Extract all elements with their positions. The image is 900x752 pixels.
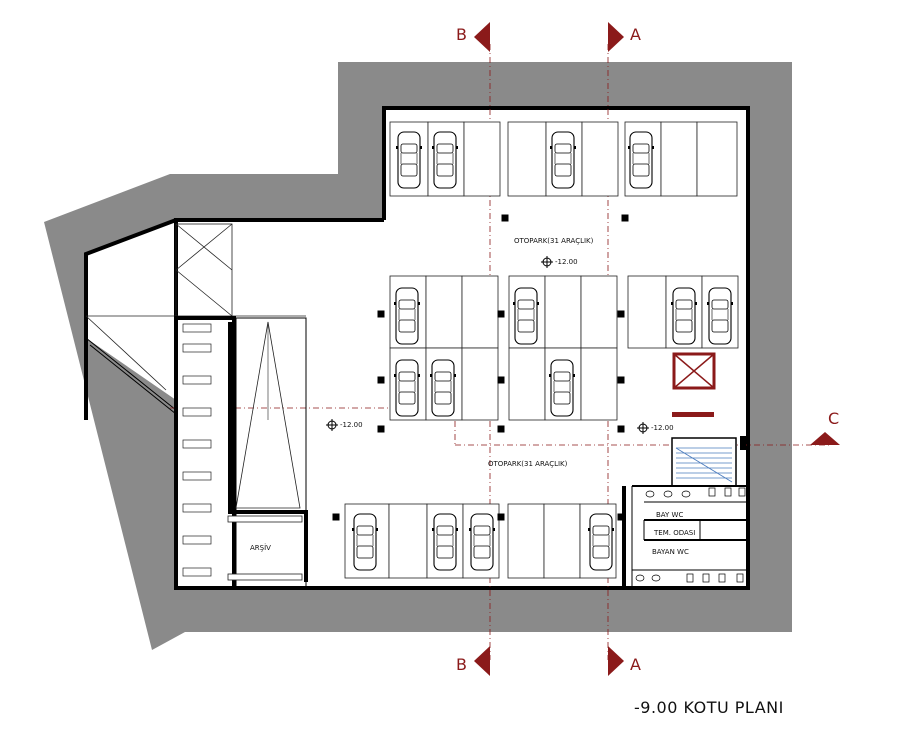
archive-room [174,316,308,590]
section-label-b-top: B [456,25,467,44]
service-block [622,436,748,588]
column [497,376,505,384]
car-icon [396,131,422,189]
parking-label-top: OTOPARK(31 ARAÇLIK) [514,237,594,245]
car-icon [432,131,458,189]
cleaning-room-label: TEM. ODASI [653,529,695,537]
sink-icon [663,490,673,498]
ramp-edge-2 [89,344,177,415]
car-icon [430,359,456,417]
column [501,214,509,222]
parking-label-bottom: OTOPARK(31 ARAÇLIK) [488,460,568,468]
car-icon [550,131,576,189]
car-icon [671,287,697,345]
level-label-right: -12.00 [651,424,674,432]
level-label-left: -12.00 [340,421,363,429]
shelf [182,535,212,545]
car-icon [352,513,378,571]
shelf [182,375,212,385]
archive-label: ARŞİV [250,543,271,552]
car-icon [588,513,614,571]
wc-fixtures [635,487,746,583]
shelf [182,471,212,481]
section-marker-b-top: B [456,22,490,52]
section-marker-b-bottom: B [456,646,490,676]
column [617,376,625,384]
level-marker-left: -12.00 [326,419,363,431]
ramp-edge [85,337,177,411]
women-wc-label: BAYAN WC [652,548,689,556]
toilet-icon [718,573,726,583]
toilet-icon [736,573,744,583]
column [497,513,505,521]
staircase [671,437,737,487]
toilet-icon [686,573,694,583]
column [497,310,505,318]
sink-icon [645,490,655,498]
ramp-wall [84,218,177,420]
car-icon [549,359,575,417]
section-label-b-bottom: B [456,655,467,674]
column [617,513,625,521]
urinal-icon [738,487,746,497]
urinal-icon [724,487,732,497]
shelf [182,323,212,333]
level-marker-center: -12.00 [541,256,578,268]
section-marker-a-top: A [608,22,641,52]
column [617,310,625,318]
car-icon [394,287,420,345]
column [377,310,385,318]
level-marker-right: -12.00 [637,422,674,434]
shelf [182,407,212,417]
car-icon [628,131,654,189]
column [497,425,505,433]
sink-icon [635,574,645,582]
car-icon [707,287,733,345]
car-icon [469,513,495,571]
plan-title: -9.00 KOTU PLANI [634,698,784,717]
section-label-a-bottom: A [630,655,641,674]
sink-icon [651,574,661,582]
section-marker-c: C [810,409,840,445]
shelf [182,439,212,449]
toilet-icon [702,573,710,583]
shelf [182,503,212,513]
car-icon [513,287,539,345]
car-icon [432,513,458,571]
level-label-center: -12.00 [555,258,578,266]
stair-direction [675,447,733,483]
column [332,513,340,521]
column [377,376,385,384]
cars [352,131,733,571]
column [621,214,629,222]
men-wc-label: BAY WC [656,511,683,519]
shelf [182,567,212,577]
column [377,425,385,433]
elevator [672,352,716,417]
sink-icon [681,490,691,498]
section-label-c: C [828,409,839,428]
section-marker-a-bottom: A [608,646,641,676]
urinal-icon [708,487,716,497]
column [617,425,625,433]
shelf [182,343,212,353]
section-label-a-top: A [630,25,641,44]
structural-columns [332,214,629,521]
car-icon [394,359,420,417]
